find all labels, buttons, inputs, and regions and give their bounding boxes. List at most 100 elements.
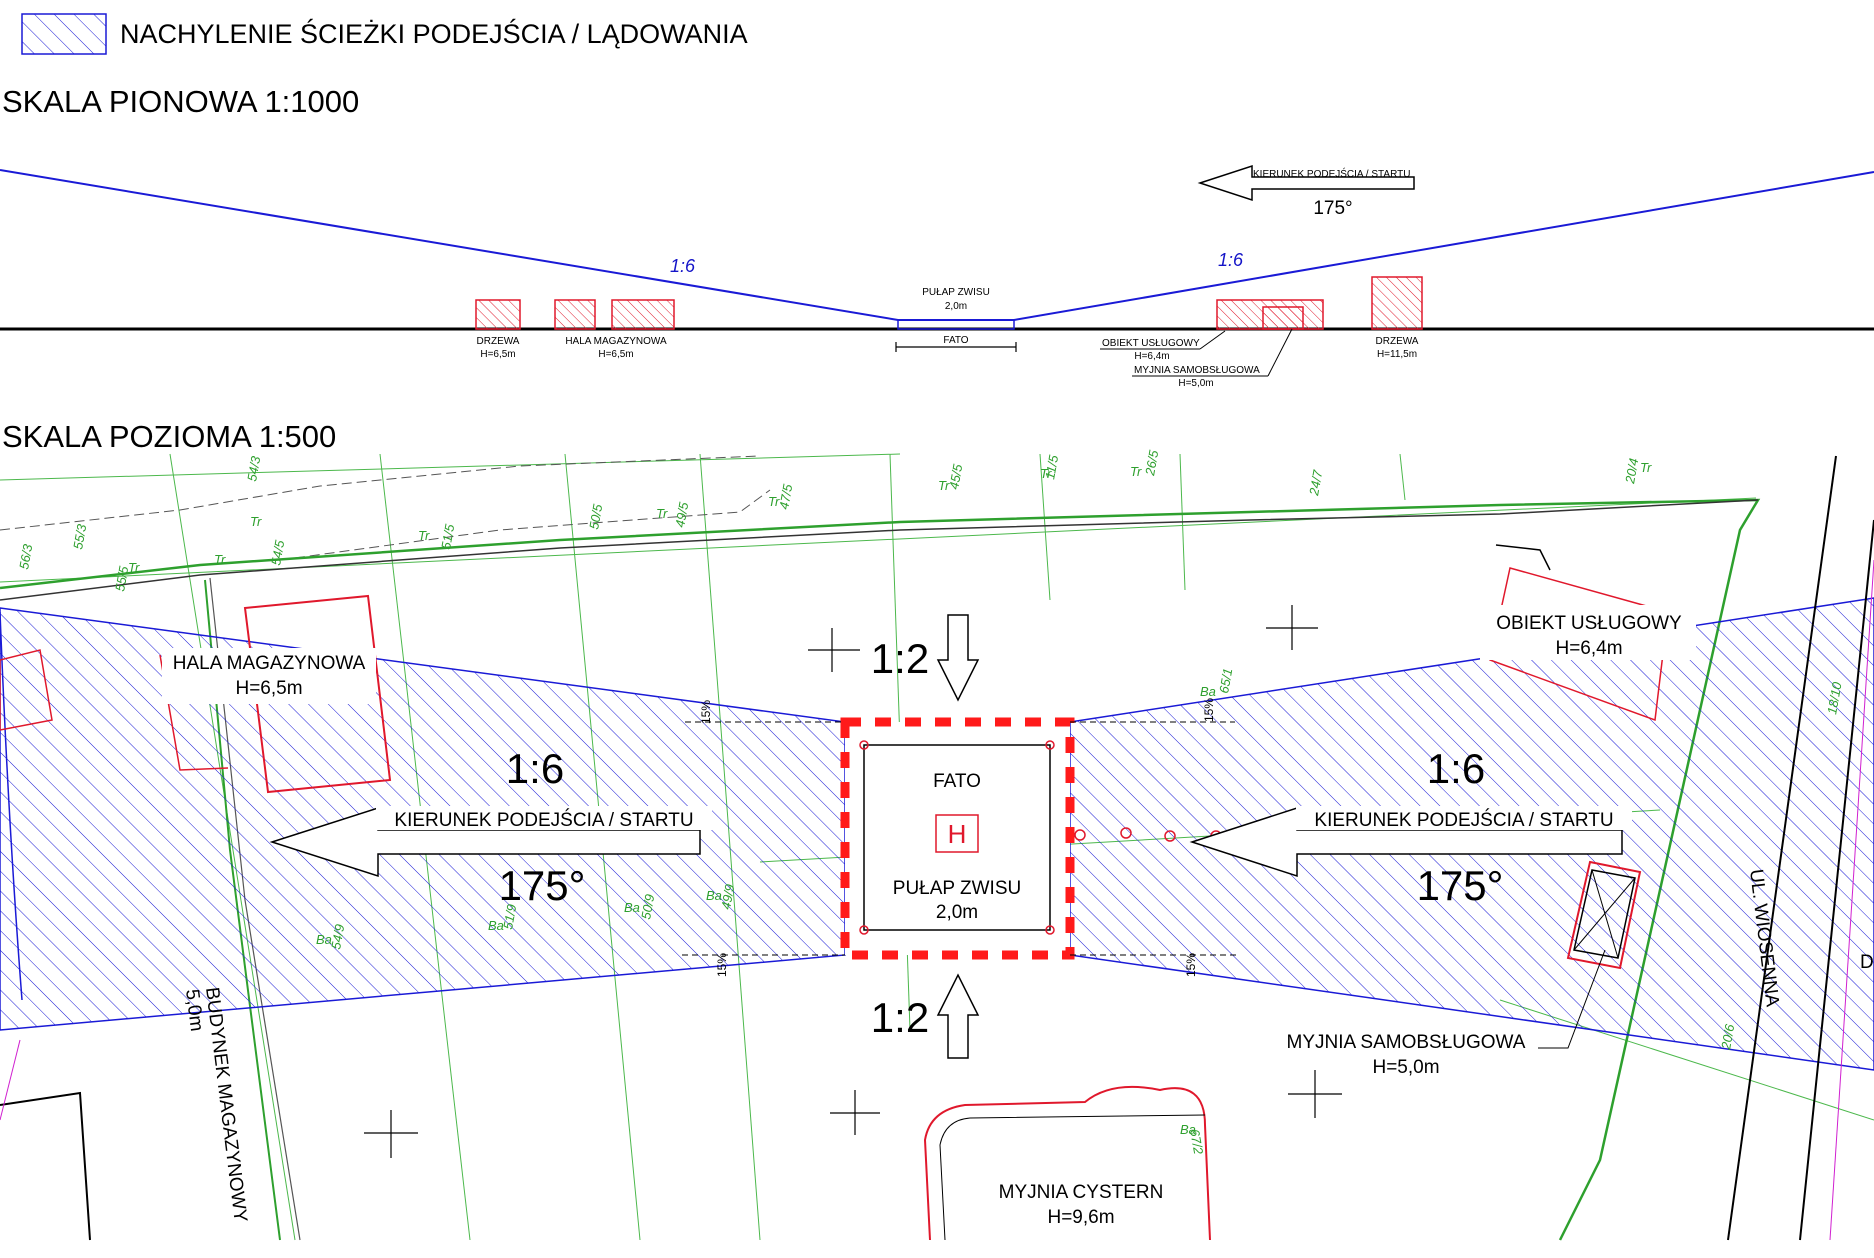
plan-slope-top: 1:2 — [871, 635, 929, 682]
label-budynek-height: 5,0m — [181, 988, 207, 1032]
plan-direction-label-right: KIERUNEK PODEJŚCIA / STARTU — [1314, 809, 1613, 831]
percent-bl: 15% — [715, 953, 729, 977]
plan-slope-left: 1:6 — [506, 745, 564, 792]
obstacle-height-myjnia: H=5,0m — [1178, 378, 1213, 389]
parcel-label: 18/10 — [1824, 680, 1845, 715]
elevation-direction-label: KIERUNEK PODEJŚCIA / STARTU — [1253, 167, 1410, 180]
parcel-label: 24/7 — [1306, 468, 1325, 497]
survey-crosses — [364, 605, 1342, 1158]
legend: NACHYLENIE ŚCIEŻKI PODEJŚCIA / LĄDOWANIA — [21, 13, 748, 55]
legend-label: NACHYLENIE ŚCIEŻKI PODEJŚCIA / LĄDOWANIA — [120, 17, 748, 49]
parcel-label: 55/5 — [112, 564, 131, 592]
label-bg-myjnia-s — [1274, 1027, 1538, 1079]
hover-ceiling-value: 2,0m — [945, 301, 967, 312]
arrow-down-top — [936, 614, 980, 702]
label-hala-name: HALA MAGAZYNOWA — [173, 653, 366, 674]
elevation-slope-left: 1:6 — [670, 256, 696, 276]
elevation-view: SKALA PIONOWA 1:1000 1:6 1:6 PUŁAP ZWISU… — [0, 84, 1874, 389]
elevation-direction-arrow — [1197, 164, 1415, 202]
fato-hover-value: 2,0m — [936, 902, 978, 923]
obstacle-hala-1 — [554, 299, 596, 330]
obstacle-trees-left — [475, 299, 521, 330]
parcel-label: 65/1 — [1216, 667, 1235, 695]
parcel-label: 51/5 — [438, 522, 457, 550]
land-tag: Ba — [316, 932, 332, 947]
elevation-slope-right: 1:6 — [1218, 250, 1244, 270]
obstacle-height-hala: H=6,5m — [598, 349, 633, 360]
land-tag: Tr — [768, 494, 780, 509]
building-myjnia-cystern — [923, 1085, 1211, 1241]
street-lines — [1727, 455, 1874, 1241]
plan-slope-right: 1:6 — [1427, 745, 1485, 792]
fato-profile — [897, 319, 1015, 330]
parcel-label: 50/9 — [638, 893, 657, 921]
parcel-label: 51/9 — [500, 903, 519, 931]
parcel-label: 50/5 — [586, 502, 605, 530]
building-hala — [243, 594, 392, 794]
land-tag: Tr — [1130, 464, 1142, 479]
label-bg-myjnia-c — [982, 1176, 1180, 1228]
parcel-label: 47/5 — [776, 482, 795, 510]
plan-scale-title: SKALA POZIOMA 1:500 — [2, 419, 336, 454]
obstacle-height-trees-right: H=11,5m — [1377, 349, 1417, 360]
building-myjnia-samo — [1566, 860, 1642, 970]
land-tag: Tr — [938, 478, 950, 493]
percent-tl: 15% — [699, 700, 713, 724]
land-tag: Ba — [488, 918, 504, 933]
arrow-up-bottom — [936, 973, 980, 1059]
obstacle-label-obiekt: OBIEKT USŁUGOWY — [1102, 338, 1200, 349]
label-myjnia-s-height: H=5,0m — [1372, 1057, 1439, 1078]
obstacle-height-obiekt: H=6,4m — [1134, 351, 1169, 362]
fato-inner — [863, 744, 1051, 931]
obstacle-hala-2 — [611, 299, 675, 330]
label-bg-obiekt — [1480, 605, 1696, 660]
building-budynek — [0, 1091, 91, 1241]
parcel-label: 11/5 — [1042, 453, 1061, 480]
obstacle-myjnia — [1262, 306, 1304, 330]
parcel-label: 45/5 — [946, 462, 965, 490]
label-hala-height: H=6,5m — [235, 678, 302, 699]
label-myjnia-s-name: MYJNIA SAMOBSŁUGOWA — [1287, 1032, 1526, 1053]
land-tag: Ba — [706, 888, 722, 903]
parcel-label: 20/4 — [1622, 457, 1641, 486]
parcel-labels: 56/3 55/3 55/5 54/3 54/5 51/5 50/5 49/5 … — [16, 448, 1845, 1156]
obstacle-label-trees-right: DRZEWA — [1376, 336, 1419, 347]
label-bg-dir-left — [376, 806, 712, 830]
parcel-label: 54/3 — [244, 454, 263, 482]
obstacle-trees-right — [1371, 276, 1423, 330]
percent-br: 15% — [1184, 953, 1198, 977]
hover-ceiling-label: PUŁAP ZWISU — [922, 287, 990, 298]
parcel-label: 20/6 — [1718, 1022, 1737, 1051]
fato-label: FATO — [933, 771, 981, 792]
label-budynek-name: BUDYNEK MAGAZYNOWY — [201, 986, 251, 1224]
fato-area — [840, 717, 1075, 960]
obstacle-label-hala: HALA MAGAZYNOWA — [565, 336, 667, 347]
land-tag: Tr — [1640, 460, 1652, 475]
parcel-label: 49/9 — [718, 883, 737, 911]
parcel-label: 55/3 — [70, 522, 89, 550]
plan-angle-left: 175° — [499, 862, 586, 909]
parcel-label: 26/5 — [1142, 448, 1161, 477]
parcel-label: 54/5 — [268, 538, 287, 566]
plan-view: SKALA POZIOMA 1:500 — [0, 419, 1874, 1241]
land-tag: Tr — [250, 514, 262, 529]
fato-hover-label: PUŁAP ZWISU — [893, 878, 1021, 899]
parcel-label: 67/2 — [1187, 1128, 1206, 1156]
obstacle-label-trees-left: DRZEWA — [477, 336, 520, 347]
land-tag: Ba — [624, 900, 640, 915]
label-bg-dir-right — [1296, 806, 1632, 830]
plan-angle-right: 175° — [1417, 862, 1504, 909]
parcel-label: 49/5 — [672, 500, 691, 528]
elevation-scale-title: SKALA PIONOWA 1:1000 — [2, 84, 359, 119]
fato-dimension-label: FATO — [943, 335, 968, 346]
garage-rows — [0, 455, 771, 561]
plan-slope-bottom: 1:2 — [871, 994, 929, 1041]
fence-line — [0, 499, 1759, 601]
elevation-direction-angle: 175° — [1313, 198, 1352, 219]
land-tag: Ba — [1200, 684, 1216, 699]
land-tag: Tr — [656, 506, 668, 521]
label-obiekt-height: H=6,4m — [1555, 638, 1622, 659]
land-tags: Tr Tr Tr Tr Tr Tr Tr Tr Tr Tr Ba Ba Ba B… — [128, 460, 1652, 1137]
label-bg-hala — [162, 648, 376, 704]
helipad-letter: H — [948, 819, 967, 849]
